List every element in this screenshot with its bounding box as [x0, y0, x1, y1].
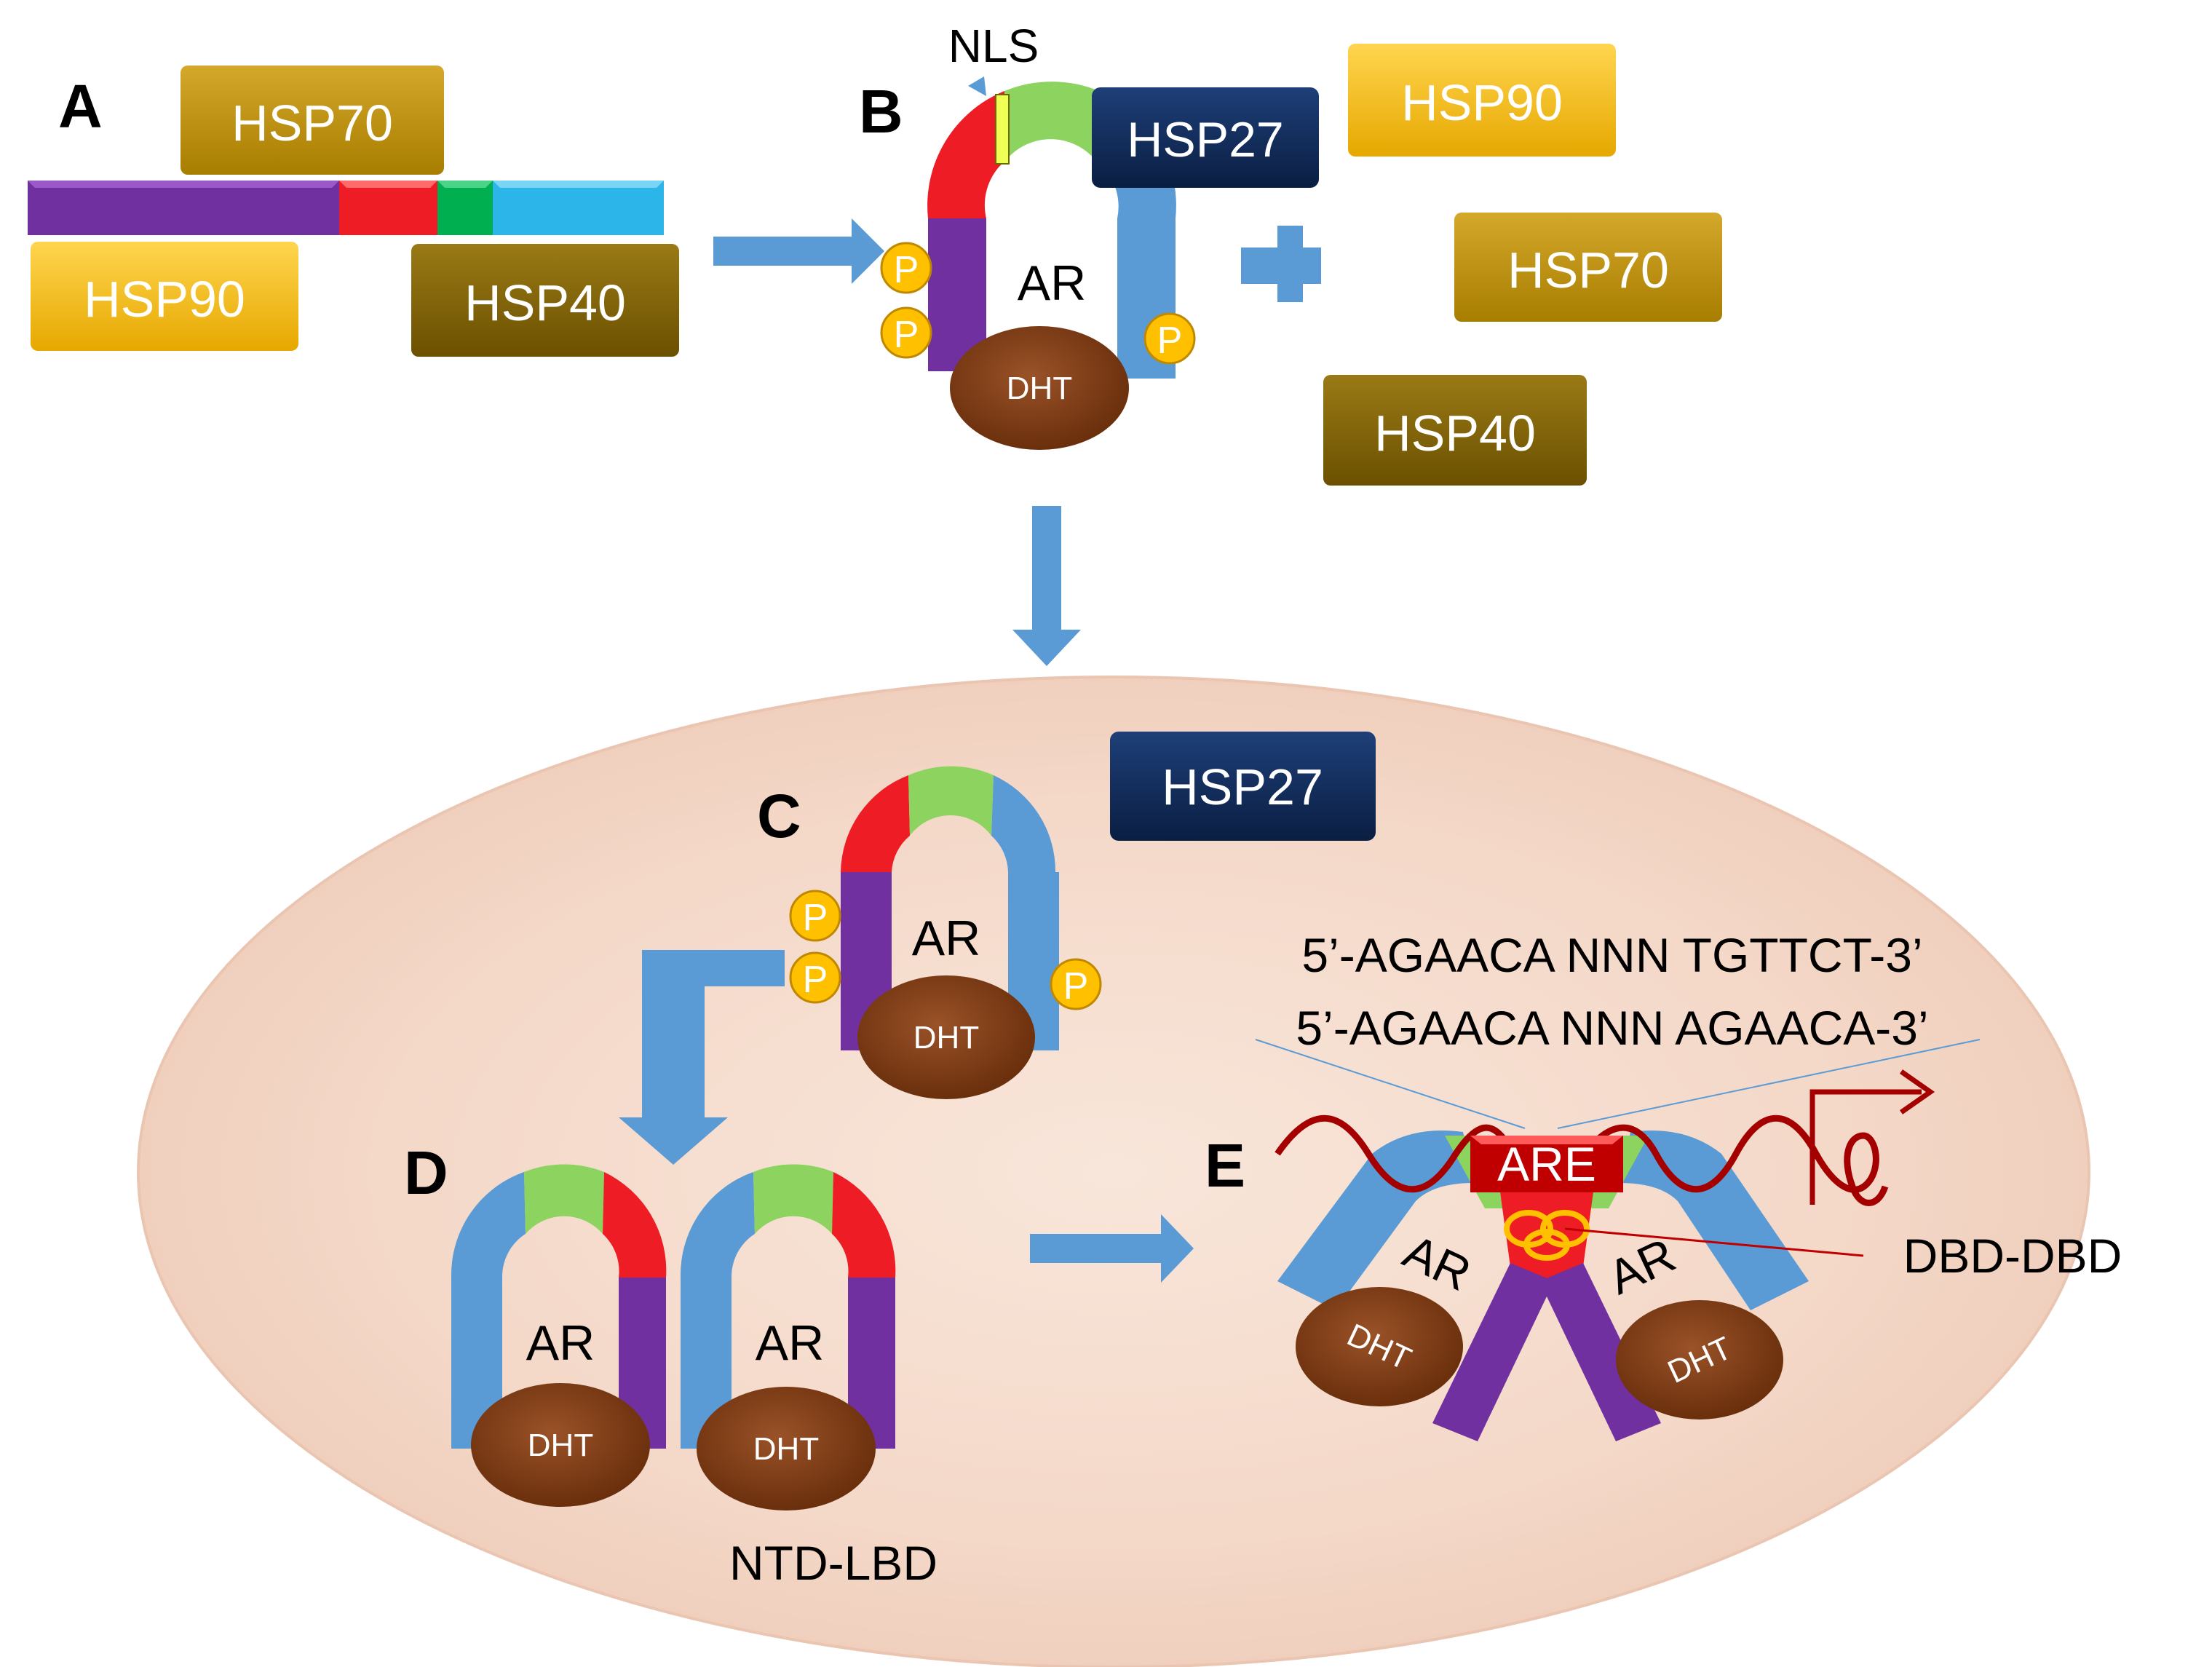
arrow-d-to-e: [1030, 1214, 1194, 1283]
panel-label-e: E: [1205, 1131, 1245, 1200]
ar-complex-c: AR DHT: [841, 766, 1059, 1099]
phospho-b-2: P: [880, 306, 932, 359]
dbd-pointer-line: [1564, 1227, 1864, 1257]
hsp70-label-b: HSP70: [1507, 242, 1669, 298]
dht-e-right: [1616, 1300, 1783, 1419]
sequence-1: 5’-AGAACA NNN TGTTCT-3’: [1301, 928, 1922, 982]
dht-c: [857, 975, 1035, 1099]
dht-label-b: DHT: [1007, 371, 1072, 406]
hsp70-label-a: HSP70: [231, 95, 393, 151]
ar-label-d-right: AR: [756, 1315, 824, 1371]
plus-icon: [1241, 226, 1321, 302]
phospho-c-2: P: [789, 951, 841, 1004]
hsp90-box-a: HSP90: [31, 242, 298, 351]
dht-d-left: [471, 1383, 650, 1507]
are-element: ARE: [1470, 1136, 1623, 1192]
dbd-domain: [339, 181, 437, 235]
dht-d-right: [697, 1387, 876, 1510]
dht-e-left: [1296, 1287, 1463, 1406]
svg-text:P: P: [894, 314, 919, 356]
dht-label-d-right: DHT: [753, 1431, 819, 1467]
nls-marker: [995, 94, 1010, 165]
svg-text:P: P: [894, 249, 919, 291]
phospho-b-1: P: [880, 242, 932, 294]
arrow-a-to-b: [713, 218, 884, 284]
hsp40-label-a: HSP40: [464, 274, 626, 331]
svg-text:P: P: [803, 897, 828, 939]
dbd-knot-icon: [1504, 1210, 1590, 1261]
ar-label-d-left: AR: [526, 1315, 595, 1371]
hsp27-box-c: HSP27: [1110, 732, 1376, 841]
svg-text:P: P: [803, 959, 828, 1001]
ntd-lbd-label: NTD-LBD: [729, 1536, 937, 1590]
nls-pointer: [968, 76, 986, 96]
ar-linear-domains: [28, 181, 664, 235]
zoom-line-left: [1255, 1039, 1526, 1129]
panel-label-d: D: [404, 1139, 448, 1207]
phospho-c-3: P: [1050, 958, 1102, 1010]
hsp90-label-b: HSP90: [1401, 74, 1563, 131]
lbd-domain: [493, 181, 664, 235]
arrow-b-to-c: [1012, 506, 1081, 666]
hsp90-label-a: HSP90: [84, 271, 245, 328]
are-label: ARE: [1497, 1137, 1596, 1191]
sequence-2: 5’-AGAACA NNN AGAACA-3’: [1296, 1001, 1928, 1055]
zoom-line-right: [1557, 1039, 1981, 1129]
hsp27-box-b: HSP27: [1092, 87, 1319, 188]
ntd-domain: [28, 181, 339, 235]
hsp27-label-b: HSP27: [1127, 112, 1283, 167]
hsp90-box-b: HSP90: [1348, 44, 1616, 157]
ar-label-c: AR: [912, 911, 980, 966]
transcription-arrowhead: [1899, 1069, 1935, 1114]
phospho-b-3: P: [1143, 312, 1196, 365]
arrow-c-to-d: [619, 950, 785, 1165]
dht-b: [950, 326, 1129, 450]
dht-label-c: DHT: [913, 1020, 979, 1056]
panel-label-b: B: [859, 77, 903, 146]
ar-complex-d-right: AR DHT: [680, 1164, 896, 1510]
transcription-arrow: [1809, 1089, 1922, 1205]
hsp40-label-b: HSP40: [1374, 405, 1536, 462]
panel-label-c: C: [757, 782, 801, 850]
svg-text:P: P: [1063, 965, 1089, 1007]
svg-text:P: P: [1157, 320, 1183, 362]
hsp70-box-a: HSP70: [181, 66, 444, 175]
dna-strand: [1275, 1114, 1889, 1206]
ar-label-b: AR: [1018, 256, 1086, 311]
dbd-dbd-label: DBD-DBD: [1903, 1229, 2122, 1283]
hsp70-box-b: HSP70: [1454, 213, 1722, 322]
hinge-domain: [437, 181, 493, 235]
hsp40-box-a: HSP40: [411, 244, 679, 357]
hsp40-box-b: HSP40: [1323, 375, 1587, 486]
hsp27-label-c: HSP27: [1162, 759, 1323, 815]
panel-label-a: A: [58, 72, 103, 140]
phospho-c-1: P: [789, 890, 841, 942]
dht-label-d-left: DHT: [528, 1428, 593, 1463]
nls-label: NLS: [948, 20, 1039, 72]
ar-complex-d-left: AR DHT: [451, 1164, 667, 1507]
